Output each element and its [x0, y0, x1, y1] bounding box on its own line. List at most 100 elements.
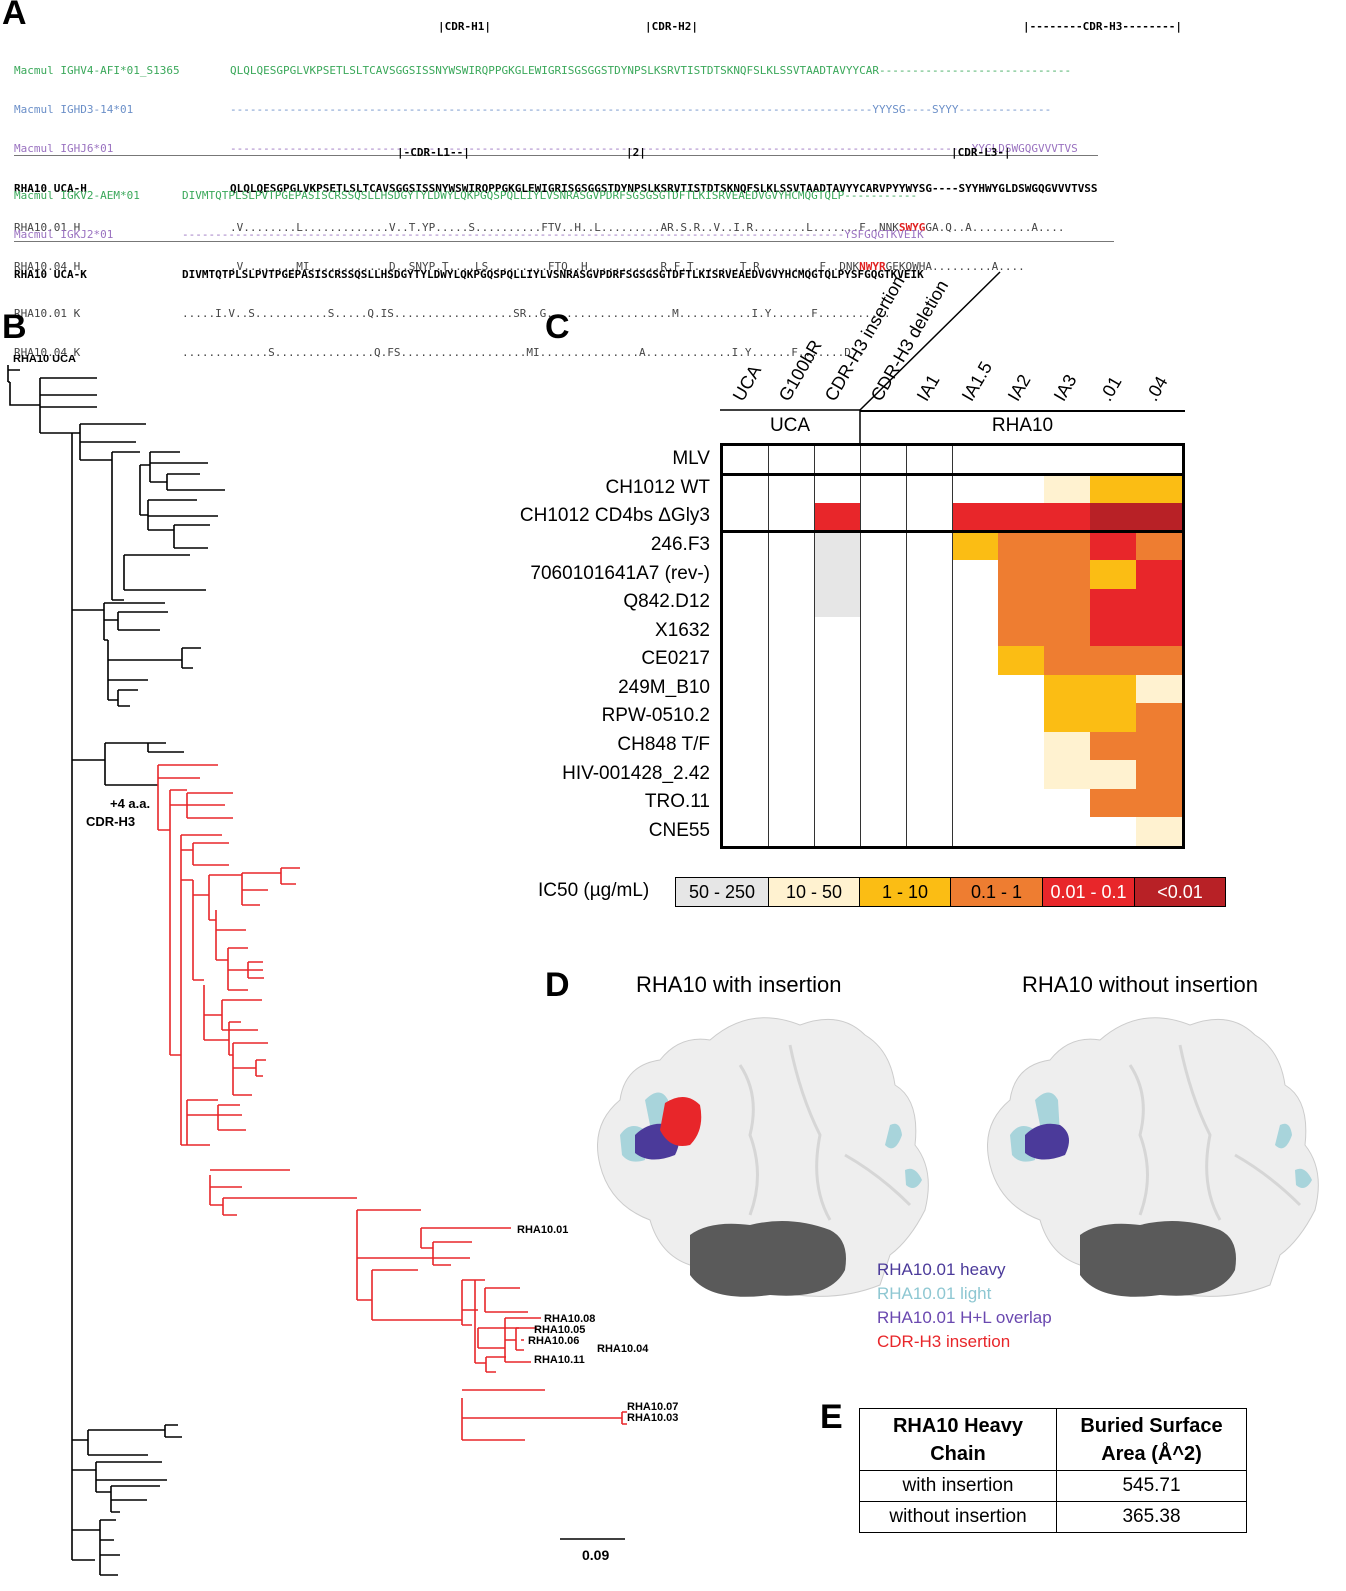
heatmap-cell — [952, 760, 999, 790]
heatmap-cell — [860, 560, 908, 590]
heatmap-cell — [998, 703, 1045, 733]
heatmap-cell — [998, 588, 1045, 618]
heatmap-cell — [723, 617, 770, 647]
heatmap-column-label: .04 — [1141, 372, 1172, 405]
heatmap-cell — [814, 446, 862, 476]
header-divider — [720, 271, 1001, 444]
heatmap-cell — [952, 560, 999, 590]
heatmap-cell — [906, 731, 953, 761]
heatmap-cell — [1090, 531, 1137, 561]
heatmap-cell — [723, 646, 770, 676]
row-sequence-tail: GEKQWHA.........A.... — [885, 260, 1025, 273]
heatmap-cell — [1136, 531, 1183, 561]
heatmap-column-label: .01 — [1095, 372, 1126, 405]
heatmap-cell — [952, 703, 999, 733]
legend-swatch: 1 - 10 — [859, 877, 951, 907]
heatmap-cell — [723, 760, 770, 790]
heatmap-separator — [723, 473, 1182, 477]
heatmap-cell — [814, 617, 862, 647]
row-sequence: .V........L.............V..T.YP.....S...… — [230, 221, 899, 234]
cdr-h3-header: |--------CDR-H3--------| — [1023, 20, 1182, 33]
heatmap-cell — [860, 503, 908, 533]
insertion-residues: NWYR — [859, 260, 886, 273]
heatmap-cell — [952, 531, 999, 561]
heatmap-cell — [998, 474, 1045, 504]
heatmap-cell — [998, 760, 1045, 790]
kappa-row-germline-j: Macmul IGKJ2*01-------------------------… — [14, 228, 1114, 242]
heatmap-cell — [1090, 503, 1137, 533]
heatmap-cell — [998, 731, 1045, 761]
heatmap-cell — [723, 674, 770, 704]
heatmap-cell — [952, 674, 999, 704]
heatmap-cell — [814, 817, 862, 847]
heatmap-cell — [1090, 617, 1137, 647]
panel-letter-a: A — [2, 0, 27, 32]
heatmap-row-label: CH1012 CD4bs ΔGly3 — [519, 505, 710, 527]
heatmap-cell — [1044, 531, 1091, 561]
heavy-row-germline-j: Macmul IGHJ6*01-------------------------… — [14, 142, 1098, 156]
heatmap-cell — [860, 731, 908, 761]
heatmap-cell — [1090, 674, 1137, 704]
heatmap-cell — [906, 588, 953, 618]
heatmap-row-label: 7060101641A7 (rev-) — [530, 562, 710, 584]
heatmap-cell — [952, 474, 999, 504]
structure-title-right: RHA10 without insertion — [1022, 972, 1259, 997]
header-rule — [860, 410, 1185, 412]
heatmap-cell — [814, 788, 862, 818]
heatmap-cell — [1136, 788, 1183, 818]
heatmap-cell — [1044, 646, 1091, 676]
heatmap-cell — [1044, 703, 1091, 733]
leaf-label: RHA10.04 — [597, 1343, 649, 1355]
header-buried-surface: Buried Surface Area (Å^2) — [1056, 1408, 1247, 1471]
heatmap-cell — [768, 788, 816, 818]
heatmap-cell — [1044, 674, 1091, 704]
row-sequence: ----------------------------------------… — [230, 103, 1052, 116]
heatmap-cell — [906, 503, 953, 533]
heatmap-cell — [768, 588, 816, 618]
uca-label: RHA10 UCA — [13, 355, 76, 365]
heatmap-cell — [906, 646, 953, 676]
heavy-row-rha10-01: RHA10.01 H.V........L.............V..T.Y… — [14, 221, 1098, 234]
heatmap-cell — [1090, 703, 1137, 733]
heatmap-cell — [860, 788, 908, 818]
heatmap-cell — [768, 674, 816, 704]
heatmap-cell — [998, 646, 1045, 676]
heatmap-cell — [860, 817, 908, 847]
heatmap-row-label: 249M_B10 — [618, 676, 710, 698]
phylogenetic-tree: RHA10 UCA +4 a.a. CDR-H3 RHA10.01 RHA10.… — [7, 355, 678, 1576]
row-label: Macmul IGKV2-AEM*01 — [14, 189, 140, 202]
legend-insertion: CDR-H3 insertion — [877, 1332, 1011, 1351]
heatmap-cell — [998, 617, 1045, 647]
heatmap-cell — [952, 646, 999, 676]
heatmap-cell — [814, 588, 862, 618]
scale-label: 0.09 — [582, 1547, 609, 1563]
group-label-uca: UCA — [769, 415, 811, 436]
heatmap-cell — [1090, 817, 1137, 847]
heatmap-cell — [723, 446, 770, 476]
heatmap-row-label: RPW-0510.2 — [601, 705, 710, 727]
heatmap-cell — [1044, 760, 1091, 790]
heatmap-cell — [1044, 446, 1091, 476]
heatmap-cell — [998, 531, 1045, 561]
leaf-label: RHA10.03 — [627, 1412, 678, 1424]
heatmap-cell — [998, 560, 1045, 590]
heatmap-row-label: MLV — [672, 448, 710, 470]
heatmap-cell — [952, 503, 999, 533]
insertion-residues: SWYG — [898, 221, 926, 234]
heatmap-cell — [906, 817, 953, 847]
leaf-label: RHA10.06 — [528, 1335, 579, 1347]
insertion-label-2: CDR-H3 — [86, 814, 135, 829]
leaf-label: RHA10.11 — [534, 1354, 585, 1366]
heatmap-cell — [1044, 617, 1091, 647]
heatmap-cell — [952, 731, 999, 761]
heatmap-row-label: CNE55 — [648, 819, 710, 841]
heatmap-cell — [952, 817, 999, 847]
heatmap-row-label: CE0217 — [641, 648, 710, 670]
row-value: 365.38 — [1056, 1501, 1247, 1533]
leaf-label: RHA10.07 — [627, 1401, 678, 1413]
row-sequence: .............S...............Q.FS.......… — [182, 346, 865, 359]
heatmap-cell — [1136, 817, 1183, 847]
heatmap-cell — [860, 446, 908, 476]
